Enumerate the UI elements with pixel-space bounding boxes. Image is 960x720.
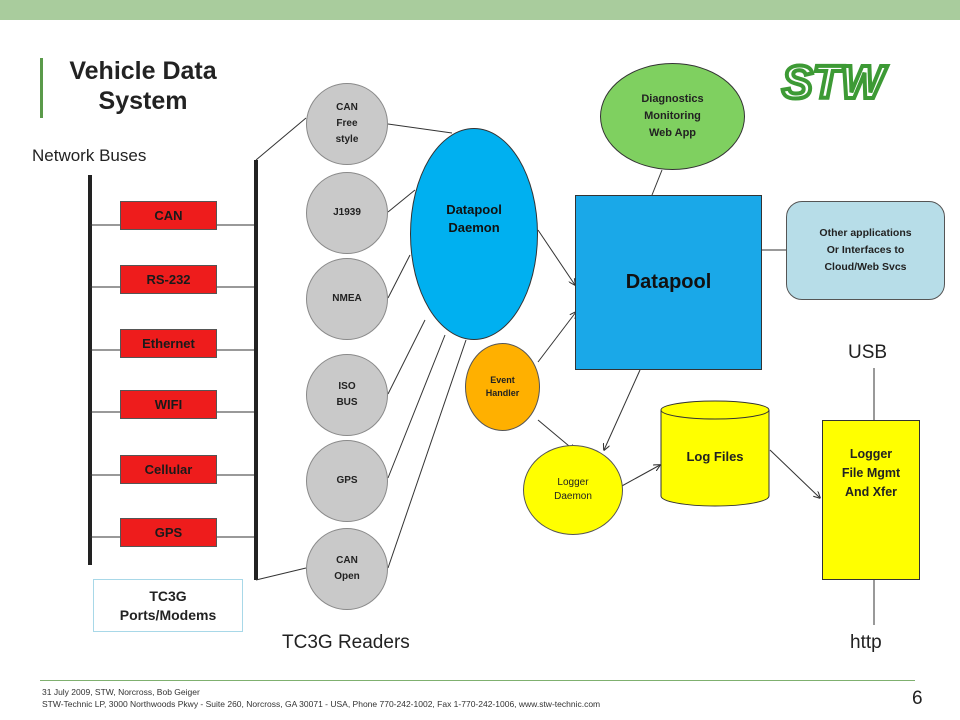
- page-number: 6: [912, 688, 923, 709]
- stw-logo-text: STW: [782, 56, 888, 106]
- reader-can-open[interactable]: CAN Open: [306, 528, 388, 610]
- log-files-cylinder[interactable]: Log Files: [660, 400, 770, 508]
- logger-daemon[interactable]: Logger Daemon: [523, 445, 623, 535]
- event-handler[interactable]: Event Handler: [465, 343, 540, 431]
- bus-can[interactable]: CAN: [120, 201, 217, 230]
- bus-wifi[interactable]: WIFI: [120, 390, 217, 419]
- bus-gps[interactable]: GPS: [120, 518, 217, 547]
- title-accent-rule: [40, 58, 43, 118]
- ports-modems-box: TC3G Ports/Modems: [93, 579, 243, 632]
- footer-line-2: STW-Technic LP, 3000 Northwoods Pkwy - S…: [42, 699, 601, 709]
- datapool-box[interactable]: Datapool: [575, 195, 762, 370]
- footer-rule: [40, 680, 915, 681]
- page-title: Vehicle Data System: [69, 57, 217, 115]
- readers-label: TC3G Readers: [282, 632, 410, 653]
- reader-gps[interactable]: GPS: [306, 440, 388, 522]
- diagnostics-web-app[interactable]: Diagnostics Monitoring Web App: [600, 63, 745, 170]
- reader-nmea[interactable]: NMEA: [306, 258, 388, 340]
- log-files-label: Log Files: [686, 448, 744, 464]
- other-applications-box[interactable]: Other applications Or Interfaces to Clou…: [786, 201, 945, 300]
- reader-j1939[interactable]: J1939: [306, 172, 388, 254]
- logger-file-mgmt-box[interactable]: Logger File Mgmt And Xfer: [822, 420, 920, 580]
- network-buses-label: Network Buses: [32, 146, 147, 165]
- top-accent-bar: [0, 0, 960, 20]
- bus-cellular[interactable]: Cellular: [120, 455, 217, 484]
- reader-can-freestyle[interactable]: CAN Free style: [306, 83, 388, 165]
- bus-rs232[interactable]: RS-232: [120, 265, 217, 294]
- bus-ethernet[interactable]: Ethernet: [120, 329, 217, 358]
- usb-label: USB: [848, 342, 888, 363]
- stw-logo: STW: [780, 56, 890, 106]
- cylinder-shape: [660, 400, 770, 507]
- http-label: http: [850, 632, 882, 653]
- footer-line-1: 31 July 2009, STW, Norcross, Bob Geiger: [42, 687, 200, 697]
- reader-isobus[interactable]: ISO BUS: [306, 354, 388, 436]
- datapool-daemon[interactable]: Datapool Daemon: [410, 128, 538, 340]
